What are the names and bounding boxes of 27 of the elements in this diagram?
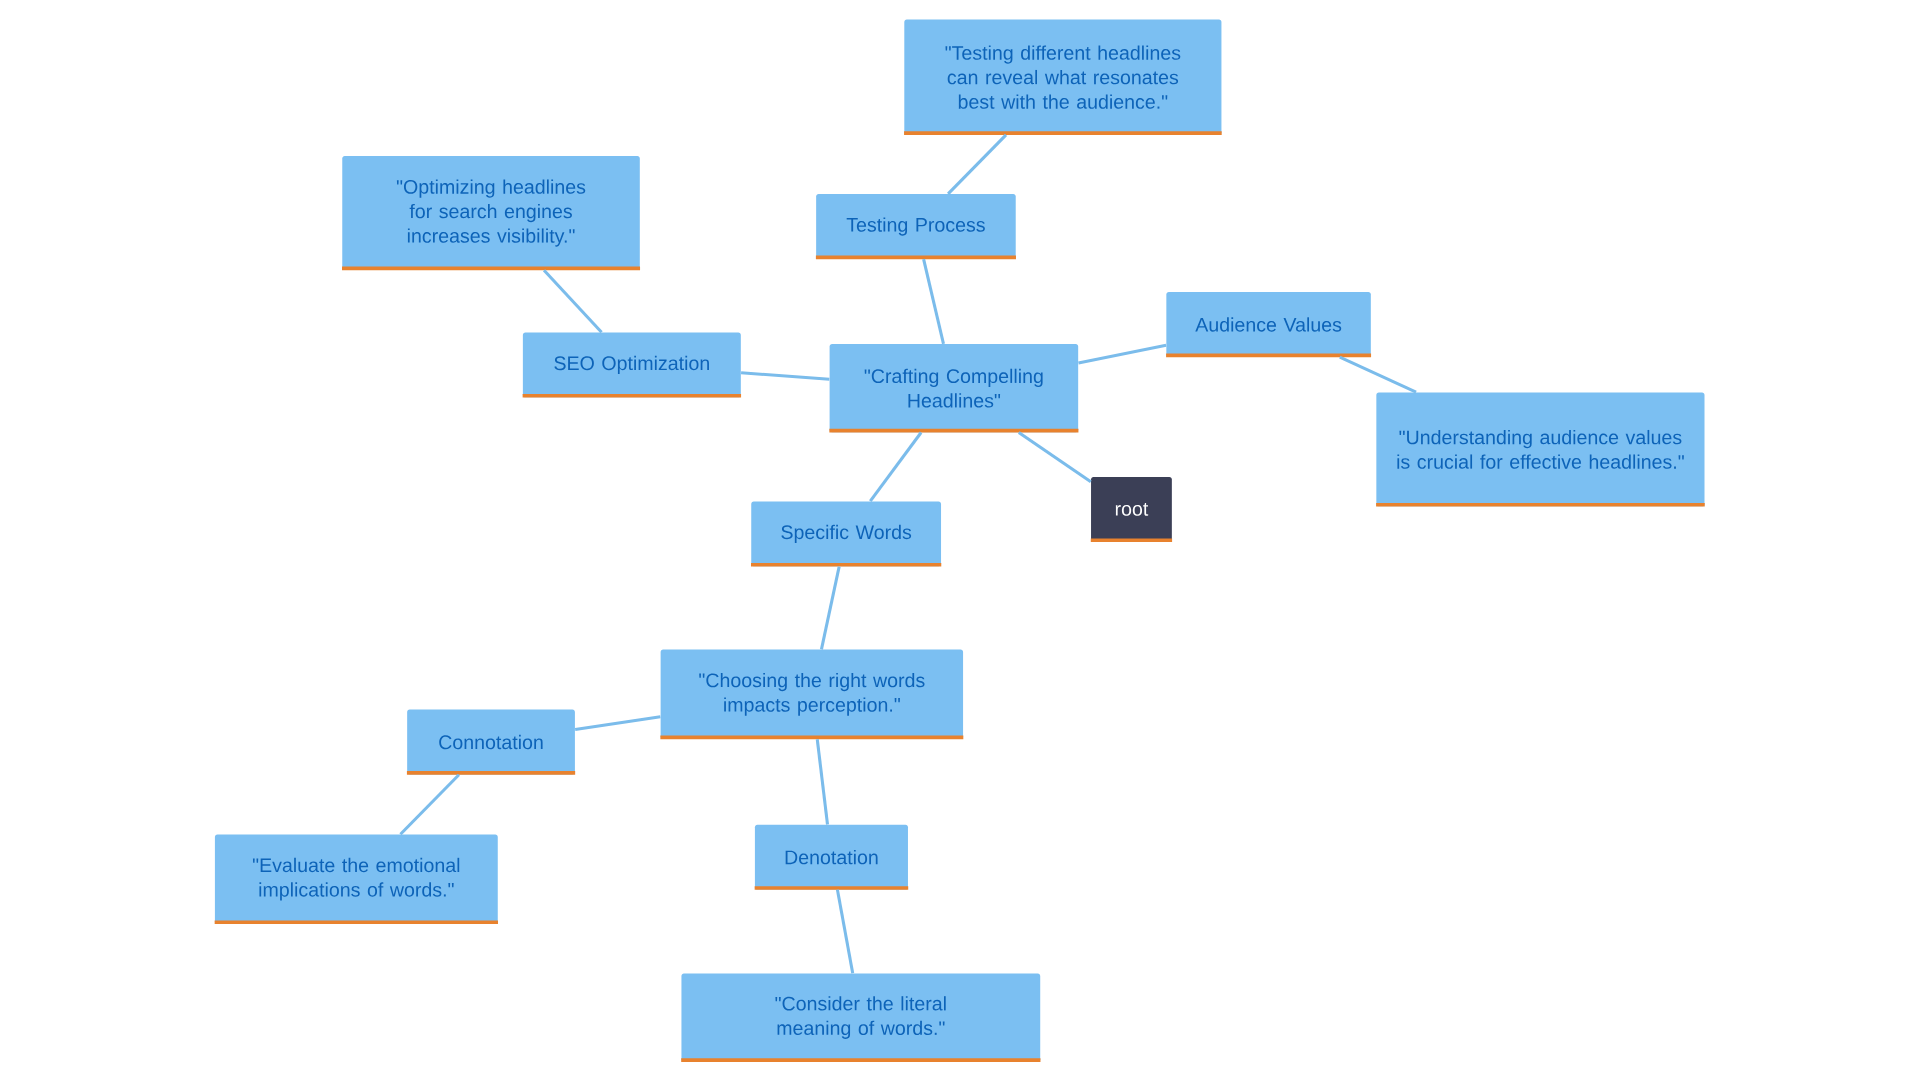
root-box: root [1090, 476, 1173, 543]
connector-line [1339, 355, 1417, 394]
topic-box: Testing Process [815, 194, 1016, 260]
connector-line [869, 431, 923, 503]
connector-line [399, 773, 461, 836]
connector-line [1017, 431, 1092, 483]
connector-line [835, 889, 855, 974]
connector-line [574, 715, 661, 732]
topic-box: "Crafting Compelling Headlines" [829, 344, 1079, 433]
connector-line [815, 739, 830, 825]
topic-box: "Optimizing headlines for search engines increases visibility." [342, 156, 641, 271]
topic-box: Audience Values [1166, 292, 1372, 358]
topic-box: "Evaluate the emotional implications of words." [214, 834, 498, 925]
connector-line [542, 269, 603, 334]
topic-box: "Testing different headlines can reveal what resonates best with the audience." [904, 19, 1222, 135]
connector-line [740, 371, 830, 381]
topic-box: Connotation [406, 709, 576, 775]
topic-box: SEO Optimization [522, 332, 742, 398]
connector-line [922, 258, 945, 345]
topic-box: "Consider the literal meaning of words." [681, 973, 1041, 1062]
connector-line [1078, 343, 1167, 365]
topic-box: "Understanding audience values is crucial for effective headlines." [1376, 392, 1705, 507]
connector-line [819, 566, 841, 650]
connector-line [947, 133, 1008, 195]
topic-box: Denotation [754, 824, 909, 890]
topic-box: Specific Words [751, 501, 942, 567]
topic-box: "Choosing the right words impacts perception." [660, 649, 964, 740]
